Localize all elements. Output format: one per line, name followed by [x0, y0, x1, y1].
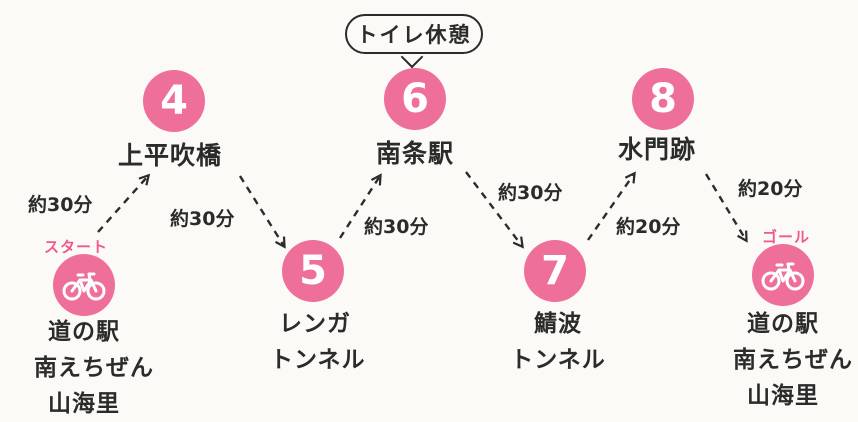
- stop-number-4: 4: [143, 70, 205, 132]
- arrow-4-to-5: [238, 175, 284, 246]
- goal-station-line: 道の駅: [747, 311, 819, 337]
- goal-station-line: 山海里: [747, 383, 819, 409]
- time-label-start-to-4: 約30分: [28, 194, 93, 216]
- arrow-7-to-8: [587, 174, 634, 241]
- goal-station-line: 南えちぜん: [733, 347, 853, 373]
- break-bubble: トイレ休憩: [345, 14, 483, 54]
- stop-number-6: 6: [384, 68, 446, 130]
- stop-name-5: レンガ トンネル: [270, 306, 366, 378]
- arrow-6-to-7: [465, 171, 522, 246]
- stop-name-line: トンネル: [510, 347, 606, 373]
- time-label-6-to-7: 約30分: [498, 182, 563, 204]
- stop-number-7: 7: [524, 240, 586, 302]
- stop-name-line: 鯖波: [534, 311, 582, 337]
- time-label-8-to-goal: 約20分: [738, 178, 803, 200]
- start-bicycle-icon: [53, 254, 115, 316]
- stop-name-7: 鯖波 トンネル: [508, 306, 608, 378]
- time-label-7-to-8: 約20分: [616, 216, 681, 238]
- start-station-line: 道の駅: [48, 319, 120, 345]
- start-station-name: 道の駅 南えちぜん 山海里: [34, 314, 154, 422]
- time-label-5-to-6: 約30分: [364, 216, 429, 238]
- start-station-line: 南えちぜん: [34, 355, 154, 381]
- stop-name-8: 水門跡: [618, 135, 697, 164]
- goal-bicycle-icon: [752, 244, 814, 306]
- time-label-4-to-5: 約30分: [170, 208, 235, 230]
- start-tag: スタート: [44, 238, 109, 256]
- stop-name-line: トンネル: [270, 347, 366, 373]
- arrow-start-to-4: [97, 176, 148, 233]
- stop-name-4: 上平吹橋: [118, 141, 223, 170]
- stop-number-8: 8: [632, 68, 694, 130]
- stop-number-5: 5: [282, 240, 344, 302]
- goal-station-name: 道の駅 南えちぜん 山海里: [733, 306, 853, 414]
- goal-tag: ゴール: [762, 228, 811, 246]
- start-station-line: 山海里: [48, 391, 120, 417]
- stop-name-line: レンガ: [279, 311, 351, 337]
- stop-name-6: 南条駅: [376, 139, 455, 168]
